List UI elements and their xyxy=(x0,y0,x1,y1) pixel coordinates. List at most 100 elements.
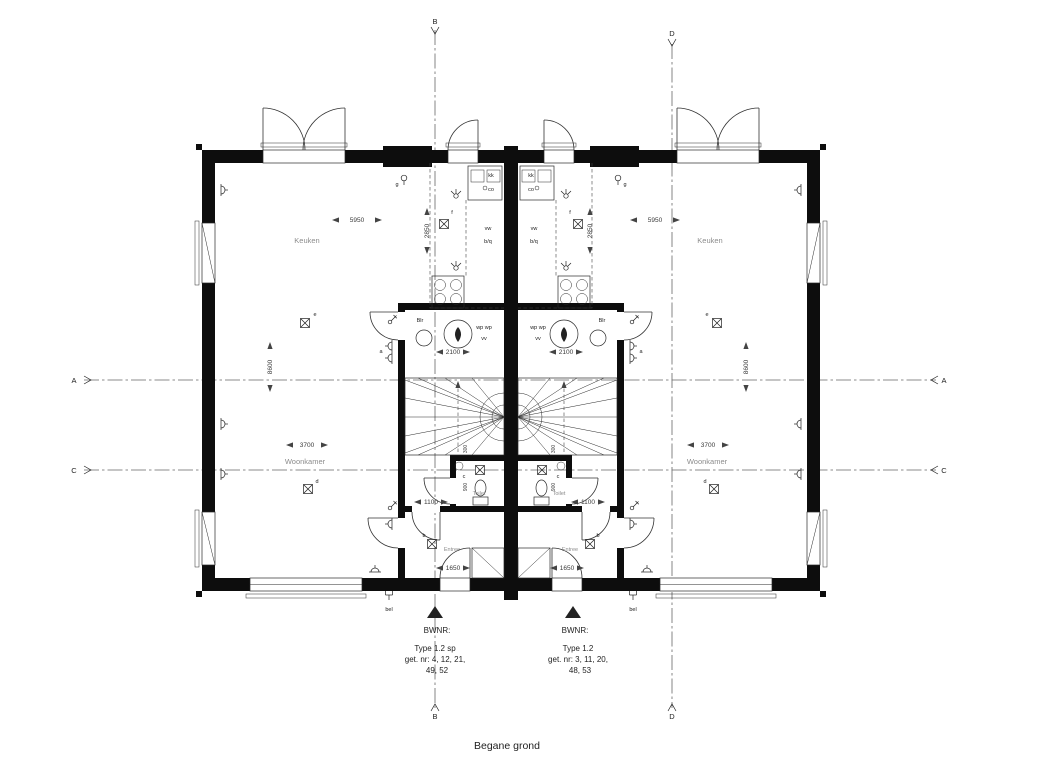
switch-icon xyxy=(387,500,398,511)
switch-icon xyxy=(629,314,640,325)
room-label-entree-right: Entree xyxy=(562,547,578,553)
window-left-upper xyxy=(201,222,216,284)
dim-depth-right: 8600 xyxy=(743,359,750,374)
windows xyxy=(194,142,828,599)
toilet-fixture-right xyxy=(533,461,566,506)
room-label-boiler-right: Blr xyxy=(599,318,606,324)
room-label-woonkamer-right: Woonkamer xyxy=(687,457,728,466)
dim-keuken-width-left: 5950 xyxy=(350,217,365,224)
tag-e-left: e xyxy=(313,312,316,318)
dim-depth-left: 8600 xyxy=(267,359,274,374)
party-wall xyxy=(504,146,518,600)
meter-closet-right xyxy=(517,547,551,579)
flame-icon xyxy=(561,327,567,342)
room-label-woonkamer-left: Woonkamer xyxy=(285,457,326,466)
bwnr-marker-right xyxy=(565,606,581,618)
cooktop-right xyxy=(557,275,591,309)
room-labels: Keuken Keuken Woonkamer Woonkamer Toilet… xyxy=(285,236,728,553)
symbol-tags: kk kk co co vw vw b/q b/q wp wp wp wp vv… xyxy=(313,173,708,613)
tag-wp-right: wp wp xyxy=(529,325,546,331)
unit-numbers-left-1: get. nr: 4, 12, 21, xyxy=(405,655,465,664)
socket-icon xyxy=(629,517,638,531)
stairs-left xyxy=(404,377,505,456)
boiler-left xyxy=(415,319,473,349)
bwnr-label-left: BWNR: xyxy=(424,626,451,635)
tag-c-left: c xyxy=(463,474,466,480)
bwnr-label-right: BWNR: xyxy=(562,626,589,635)
livingroom-door-right xyxy=(623,517,655,549)
socket-icon xyxy=(640,564,654,573)
dim-keuken-depth-right: 2850 xyxy=(587,223,594,238)
tag-bel-left: bel xyxy=(385,607,392,613)
grid-label-a-right: A xyxy=(941,376,946,385)
socket-icon xyxy=(793,417,802,431)
livingroom-door-left xyxy=(367,517,399,549)
outer-walls xyxy=(196,144,826,600)
drawing-title: Begane grond xyxy=(474,740,540,752)
vent-icon xyxy=(560,188,572,199)
tag-vw-left: vw xyxy=(485,226,492,232)
grid-label-b-bottom: B xyxy=(432,712,437,721)
tag-wp-left: wp wp xyxy=(475,325,492,331)
tag-co-left: co xyxy=(488,187,494,193)
bwnr-annotations: BWNR: Type 1.2 sp get. nr: 4, 12, 21, 49… xyxy=(405,606,608,675)
front-door-left xyxy=(439,547,471,579)
flame-icon xyxy=(455,327,461,342)
cooktop-left xyxy=(431,275,465,309)
ceiling-lamp-icon xyxy=(573,219,583,229)
tag-vv-left: vv xyxy=(481,336,487,342)
tag-f-left: f xyxy=(451,210,453,216)
tag-g-right: g xyxy=(623,182,626,188)
dim-niche-right: 300 xyxy=(551,445,557,454)
doors xyxy=(262,107,760,579)
ceiling-lamp-icon xyxy=(439,219,449,229)
tag-e-right: e xyxy=(705,312,708,318)
tag-a-left: a xyxy=(379,349,383,355)
french-doors-right xyxy=(676,107,760,151)
window-right-upper xyxy=(806,222,821,284)
socket-icon xyxy=(629,339,638,353)
dim-woonkamer-width-right: 3700 xyxy=(701,442,716,449)
tag-c-right: c xyxy=(557,474,560,480)
window-left-lower xyxy=(201,511,216,566)
socket-icon xyxy=(793,183,802,197)
core-walls xyxy=(397,303,625,591)
dim-entree-width-right: 1650 xyxy=(560,565,575,572)
tag-bel-right: bel xyxy=(629,607,636,613)
switch-icon xyxy=(387,314,398,325)
window-right-lower xyxy=(806,511,821,566)
tag-kk-left: kk xyxy=(488,173,494,179)
tag-vv-right: vv xyxy=(535,336,541,342)
pier-right xyxy=(590,146,639,167)
room-label-keuken-right: Keuken xyxy=(697,236,722,245)
socket-icon xyxy=(384,339,393,353)
grid-label-a-left: A xyxy=(71,376,76,385)
boiler-room-door-left xyxy=(369,311,399,341)
meter-closet-left xyxy=(471,547,505,579)
stairs-right xyxy=(517,377,618,456)
socket-icon xyxy=(220,183,229,197)
boiler-right xyxy=(549,319,607,349)
dim-core-width-right: 2100 xyxy=(559,349,574,356)
bwnr-marker-left xyxy=(427,606,443,618)
switch-icon xyxy=(629,500,640,511)
toilet-fixture-left xyxy=(454,461,489,506)
tag-b-right: b xyxy=(596,533,599,539)
unit-numbers-left-2: 49, 52 xyxy=(426,666,449,675)
dim-core-width-left: 2100 xyxy=(446,349,461,356)
tag-vw-right: vw xyxy=(531,226,538,232)
toilet-door-left xyxy=(423,477,451,505)
ceiling-lamp-icon xyxy=(585,539,595,549)
grid-label-d-top: D xyxy=(669,29,675,38)
dim-keuken-depth-left: 2850 xyxy=(424,223,431,238)
pier-left xyxy=(383,146,432,167)
front-door-right xyxy=(551,547,583,579)
stair-direction-arrow xyxy=(561,381,567,388)
tag-g-left: g xyxy=(395,182,398,188)
dim-entree-width-left: 1650 xyxy=(446,565,461,572)
doorbell-icon xyxy=(385,590,393,601)
wall-lamp-icon xyxy=(614,174,622,186)
socket-icon xyxy=(368,564,382,573)
vent-icon xyxy=(450,260,462,271)
